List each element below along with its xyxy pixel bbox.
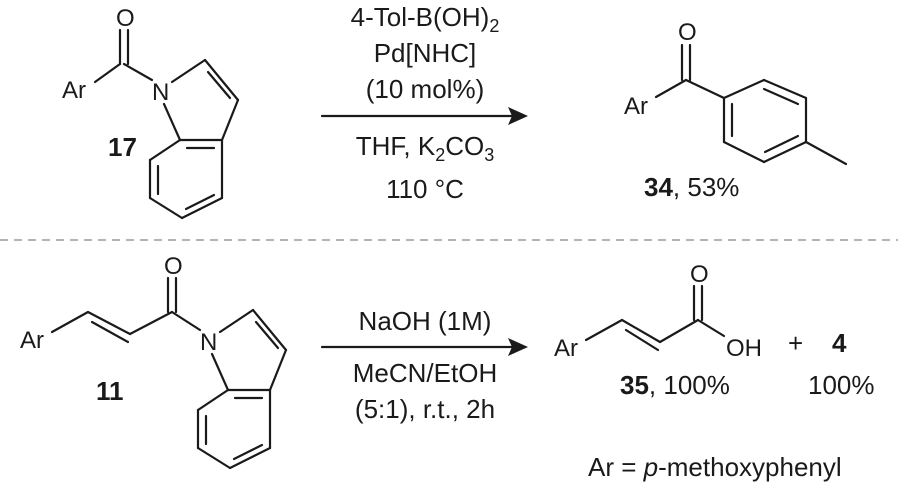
reaction-arrow-1 [320,107,528,125]
condition-solvent: MeCN/EtOH [353,358,497,388]
reaction-arrow-2 [320,338,528,356]
ar-label: Ar [62,77,86,104]
compound-17-label: 17 [108,132,137,162]
carbonyl-o-label: O [116,5,135,32]
ketone-o-label: O [678,19,697,46]
compound-11-structure: Ar O N [20,253,288,470]
compound-4-label: 4 [832,328,847,358]
condition-ratio-time: (5:1), r.t., 2h [355,394,495,424]
compound-11-label: 11 [96,376,124,406]
compound-17-structure: Ar O N [62,5,240,220]
ar-label: Ar [624,93,648,120]
reagent-boronic-acid: 4-Tol-B(OH)2 [351,2,500,36]
compound-4-yield: 100% [808,370,875,400]
plus-sign: + [788,328,803,358]
ar-label: Ar [20,327,44,354]
acid-oh-label: OH [726,335,762,362]
carbonyl-o-label: O [164,253,183,280]
compound-34-label: 34, 53% [644,172,739,202]
condition-solvent-base: THF, K2CO3 [356,131,494,165]
compound-35-structure: Ar O OH [554,261,762,362]
indole-n-label: N [200,329,217,356]
compound-35-label: 35, 100% [620,370,730,400]
condition-base: NaOH (1M) [359,306,492,336]
indole-n-label: N [152,79,169,106]
compound-34-structure: Ar O [624,19,848,166]
reagent-catalyst: Pd[NHC] [374,38,477,68]
ar-definition-footnote: Ar = p-methoxyphenyl [588,452,842,482]
ar-label: Ar [554,335,578,362]
condition-temperature: 110 °C [386,174,464,204]
acid-o-label: O [690,261,709,288]
reagent-loading: (10 mol%) [366,74,484,104]
